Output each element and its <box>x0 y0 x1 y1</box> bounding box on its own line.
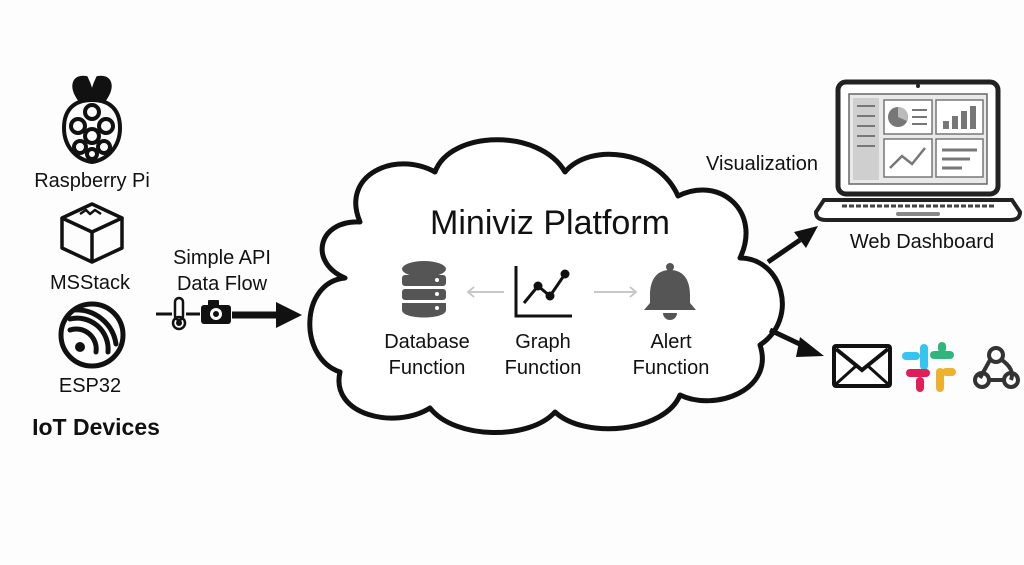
platform-cloud <box>307 137 785 435</box>
notification-arrow <box>768 327 824 357</box>
web-dashboard-label: Web Dashboard <box>850 231 994 253</box>
function-database: Database Function <box>384 261 470 379</box>
function-graph-line2: Function <box>505 357 582 379</box>
function-graph: Graph Function <box>505 266 582 379</box>
device-label-esp32: ESP32 <box>59 375 121 397</box>
thermometer-icon <box>156 296 200 331</box>
flow-label-line1: Simple API <box>173 247 271 269</box>
database-icon <box>402 261 446 318</box>
device-label-msstack: MSStack <box>50 272 131 294</box>
connector-graph-to-alert <box>594 286 638 298</box>
iot-devices-heading: IoT Devices <box>32 414 160 440</box>
platform-title: Miniviz Platform <box>430 204 670 242</box>
function-alert: Alert Function <box>633 263 710 379</box>
device-msstack: MSStack <box>50 202 131 294</box>
device-esp32: ESP32 <box>58 301 126 397</box>
slack-icon <box>902 342 956 392</box>
device-label-raspberry-pi: Raspberry Pi <box>34 170 150 192</box>
raspberry-pi-icon <box>61 75 123 165</box>
webhook-icon <box>973 346 1020 389</box>
bell-icon <box>644 263 696 320</box>
function-alert-line2: Function <box>633 357 710 379</box>
line-graph-icon <box>514 266 572 318</box>
msstack-box-icon <box>60 202 124 264</box>
function-database-line1: Database <box>384 331 470 353</box>
device-raspberry-pi: Raspberry Pi <box>34 75 150 192</box>
visualization-label: Visualization <box>706 153 818 175</box>
visualization-arrow <box>766 226 818 265</box>
function-graph-line1: Graph <box>515 331 571 353</box>
function-database-line2: Function <box>389 357 466 379</box>
laptop-dashboard-icon <box>813 79 1023 222</box>
camera-icon <box>201 300 231 324</box>
function-alert-line1: Alert <box>650 331 692 353</box>
flow-label-line2: Data Flow <box>177 273 268 295</box>
esp32-wifi-icon <box>58 301 126 369</box>
connector-graph-to-database <box>466 286 504 298</box>
flow-arrow <box>232 302 302 328</box>
email-icon <box>832 344 892 388</box>
